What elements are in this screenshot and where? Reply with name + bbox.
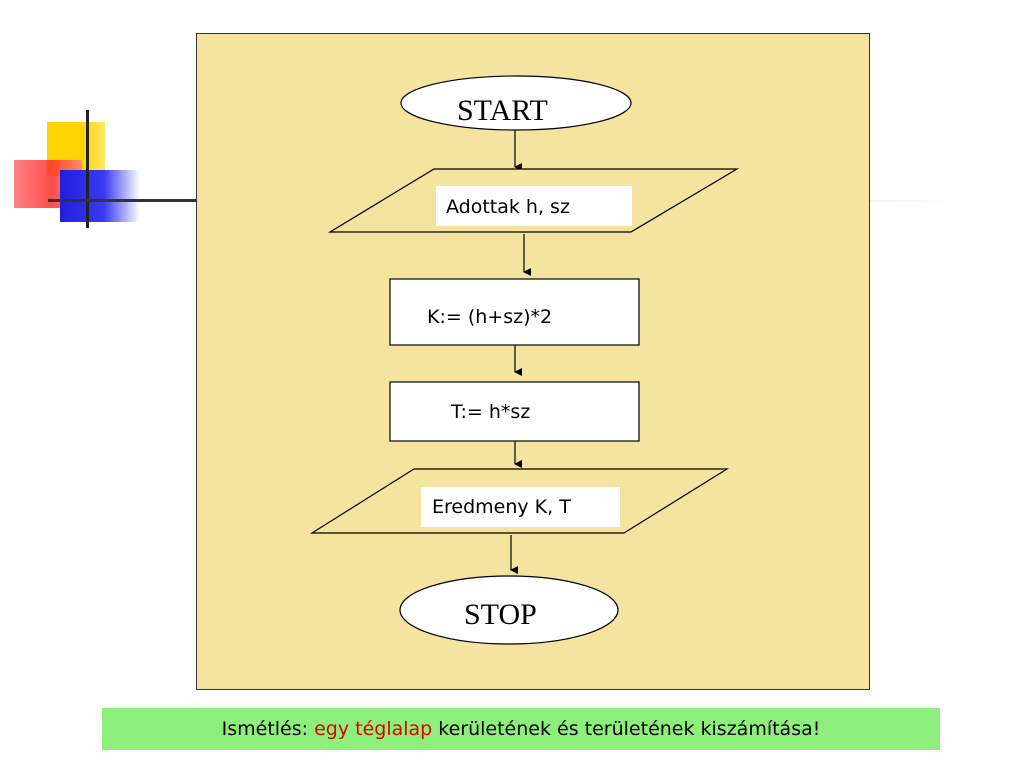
footer-suffix: kerületének és területének kiszámítása! bbox=[432, 718, 821, 740]
process1-label: K:= (h+sz)*2 bbox=[427, 306, 553, 328]
input-label: Adottak h, sz bbox=[446, 196, 570, 218]
input-text-background bbox=[436, 186, 632, 226]
stop-terminator bbox=[399, 575, 619, 645]
decorative-horizontal-line bbox=[48, 199, 198, 202]
stop-label: STOP bbox=[464, 598, 537, 631]
decorative-vertical-line bbox=[86, 110, 89, 228]
footer-banner: Ismétlés: egy téglalap kerületének és te… bbox=[102, 708, 940, 750]
footer-prefix: Ismétlés: bbox=[221, 718, 315, 740]
decorative-blue-square bbox=[60, 170, 140, 222]
output-text-background bbox=[421, 487, 620, 527]
process2-box bbox=[389, 381, 640, 442]
footer-highlight: egy téglalap bbox=[314, 718, 433, 740]
process2-label: T:= h*sz bbox=[451, 401, 531, 423]
output-label: Eredmeny K, T bbox=[432, 496, 571, 518]
start-label: START bbox=[457, 94, 548, 127]
start-terminator bbox=[400, 75, 632, 131]
decorative-faint-line bbox=[870, 200, 960, 202]
